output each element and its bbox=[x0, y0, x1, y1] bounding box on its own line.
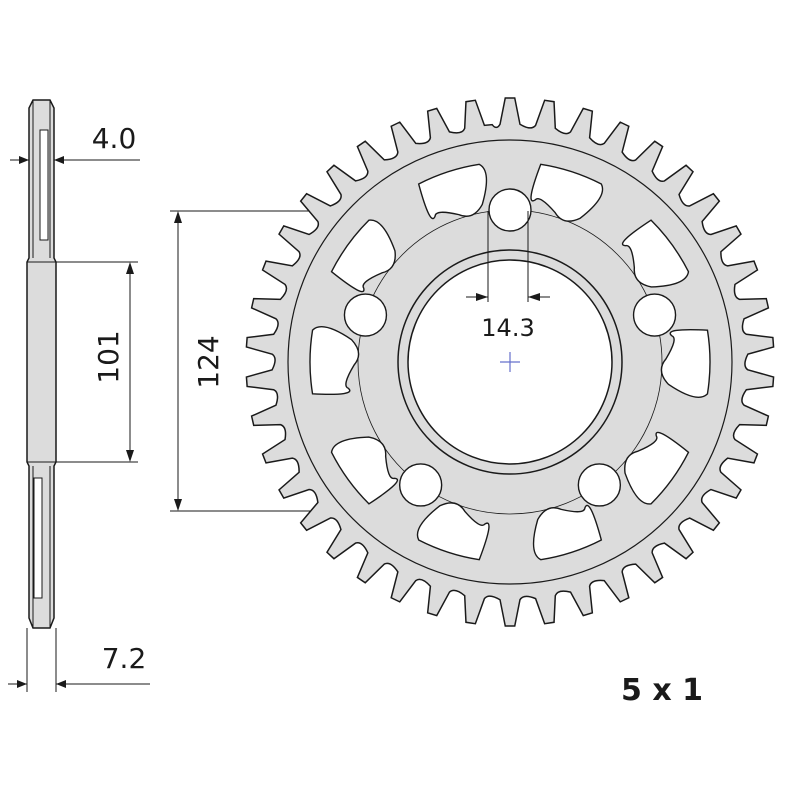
dim-thickness-top-arrow-right bbox=[54, 156, 64, 164]
lightening-slot bbox=[621, 219, 690, 288]
sprocket-rim-ring bbox=[287, 139, 733, 585]
bolt-holes bbox=[343, 188, 677, 507]
side-profile-slot-lower bbox=[33, 477, 43, 599]
bolt-pattern-label: 5 x 1 bbox=[621, 673, 703, 708]
dim-bolt-hole: 14.3 bbox=[466, 211, 550, 342]
lightening-slot bbox=[624, 431, 690, 505]
lightening-slot bbox=[417, 163, 488, 220]
side-profile bbox=[26, 99, 57, 629]
lightening-slots bbox=[309, 163, 711, 561]
dim-bolt-hole-arrow-left bbox=[476, 293, 488, 301]
bolt-hole bbox=[488, 188, 532, 232]
dim-inner-diameter-arrow-top bbox=[126, 262, 134, 274]
bolt-hole bbox=[632, 293, 677, 337]
dim-thickness-bottom: 7.2 bbox=[8, 628, 150, 692]
side-profile-slot-upper bbox=[39, 129, 49, 241]
lightening-slot bbox=[330, 219, 396, 293]
dim-bolt-hole-arrow-right bbox=[528, 293, 540, 301]
dim-thickness-top: 4.0 bbox=[10, 108, 140, 170]
dim-bolt-circle-arrow-top bbox=[174, 211, 182, 223]
dim-bolt-hole-label: 14.3 bbox=[481, 314, 534, 342]
bolt-hole bbox=[343, 293, 388, 337]
dim-thickness-bottom-arrow-right bbox=[56, 680, 66, 688]
sprocket-hub-ring bbox=[397, 249, 623, 475]
lightening-slot bbox=[330, 436, 399, 505]
dim-bolt-circle-arrow-bottom bbox=[174, 499, 182, 511]
dim-inner-diameter: 101 bbox=[56, 261, 138, 463]
dim-thickness-top-label: 4.0 bbox=[92, 122, 137, 155]
lightening-slot bbox=[530, 163, 604, 222]
dim-inner-diameter-label: 101 bbox=[92, 330, 125, 383]
lightening-slot bbox=[660, 328, 711, 398]
dim-thickness-bottom-label: 7.2 bbox=[102, 642, 147, 675]
lightening-slot bbox=[416, 502, 490, 561]
bolt-hole bbox=[577, 463, 622, 507]
dim-bolt-circle: 124 bbox=[170, 210, 505, 512]
lightening-slot bbox=[309, 326, 360, 396]
dim-bolt-circle-label: 124 bbox=[192, 335, 225, 388]
sprocket-front-view bbox=[245, 97, 775, 627]
dim-inner-diameter-arrow-bottom bbox=[126, 450, 134, 462]
lightening-slot bbox=[532, 504, 603, 561]
bolt-hole bbox=[398, 463, 443, 507]
